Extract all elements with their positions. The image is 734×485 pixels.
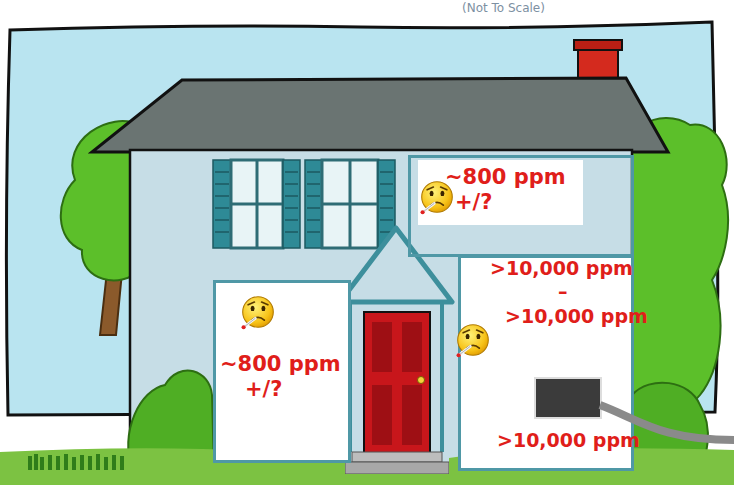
sick-face-emoji (421, 182, 453, 215)
window-pair (305, 160, 322, 248)
ppm-reading: ~800 ppm +/? (220, 352, 375, 402)
grass-tufts (30, 454, 122, 470)
exhaust-hose (600, 405, 734, 440)
window-pair (213, 160, 395, 248)
ppm-reading: >10,000 ppm (490, 257, 633, 280)
right-tree (624, 118, 728, 410)
room-box: >10,000 ppm–>10,000 ppm>10,000 ppm (458, 255, 634, 471)
roof (92, 78, 668, 152)
chimney (574, 40, 622, 50)
front-steps (345, 462, 449, 474)
porch (340, 228, 452, 302)
sick-face-emoji (242, 297, 274, 330)
room-box: ~800 ppm +/? (213, 280, 351, 463)
window-pair (231, 203, 283, 206)
front-door (364, 312, 430, 457)
room-box: ~800 ppm +/? (408, 155, 634, 257)
porch (440, 302, 444, 452)
window-pair (231, 160, 283, 248)
front-steps (352, 452, 442, 462)
front-door (418, 377, 425, 384)
chimney (574, 40, 622, 82)
front-door (402, 322, 422, 372)
ppm-reading: >10,000 ppm (505, 305, 648, 328)
scale-note: (Not To Scale) (462, 1, 545, 15)
window-pair (322, 203, 378, 206)
front-door (364, 312, 430, 457)
front-door (372, 322, 392, 372)
front-door (402, 385, 422, 445)
range-dash: – (558, 280, 568, 303)
window-pair (283, 160, 300, 248)
window-pair (322, 160, 378, 248)
ppm-reading: >10,000 ppm (497, 429, 640, 452)
sick-face-emoji (457, 325, 489, 358)
window-pair (213, 160, 231, 248)
furnace-unit (535, 378, 601, 418)
window-pair (215, 172, 393, 232)
front-door (372, 385, 392, 445)
ppm-reading: ~800 ppm +/? (445, 165, 585, 215)
front-steps (345, 452, 449, 474)
